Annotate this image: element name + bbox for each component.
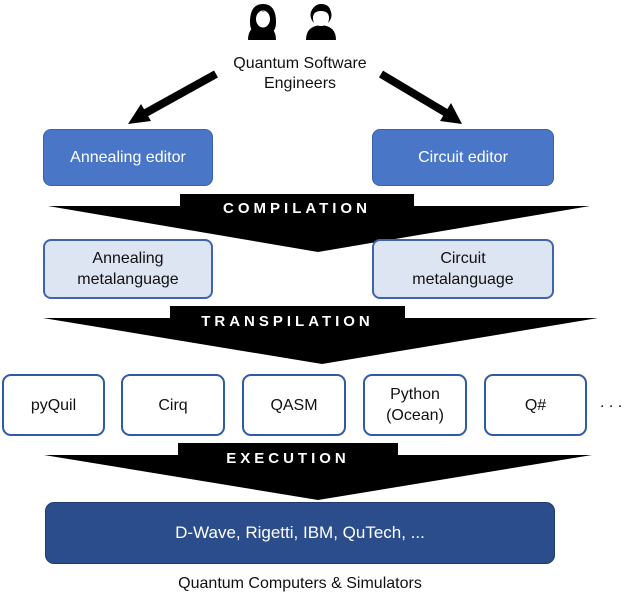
- language-box-cirq: Cirq: [121, 374, 225, 436]
- language-label: Python: [390, 386, 440, 403]
- language-label: Cirq: [158, 396, 188, 414]
- engineers-label-line1: Quantum Software: [233, 55, 367, 72]
- annealing-metalanguage-line2: metalanguage: [77, 271, 179, 288]
- circuit-metalanguage-line2: metalanguage: [412, 271, 514, 288]
- quantum-computers-caption: Quantum Computers & Simulators: [178, 575, 422, 592]
- more-languages-ellipsis: . . .: [600, 394, 623, 411]
- quantum-providers-box: D-Wave, Rigetti, IBM, QuTech, ...: [45, 502, 555, 564]
- execution-label: EXECUTION: [226, 450, 350, 467]
- language-label: pyQuil: [30, 396, 77, 414]
- annealing-metalanguage-box: Annealing metalanguage: [43, 239, 213, 299]
- compilation-label: COMPILATION: [223, 200, 371, 217]
- language-box-python-ocean: Python (Ocean): [363, 374, 467, 436]
- engineers-label-line2: Engineers: [263, 75, 337, 92]
- execution-arrow: [44, 443, 592, 500]
- language-box-pyquil: pyQuil: [2, 374, 105, 436]
- transpilation-arrow: [43, 306, 598, 364]
- transpilation-label: TRANSPILATION: [201, 313, 374, 330]
- circuit-metalanguage-box: Circuit metalanguage: [372, 239, 554, 299]
- annealing-metalanguage-line1: Annealing: [92, 250, 164, 267]
- language-label: QASM: [270, 396, 318, 414]
- arrow-to-circuit-editor: [378, 70, 462, 124]
- circuit-editor-box: Circuit editor: [372, 129, 554, 186]
- female-engineer-icon: [248, 4, 276, 40]
- annealing-editor-box: Annealing editor: [43, 129, 213, 186]
- circuit-metalanguage-line1: Circuit: [440, 250, 486, 267]
- arrow-to-annealing-editor: [128, 70, 218, 124]
- language-label: Q#: [524, 396, 547, 414]
- language-label-secondary: (Ocean): [386, 407, 444, 424]
- language-box-qsharp: Q#: [484, 374, 587, 436]
- compilation-arrow: [48, 194, 590, 252]
- engineers-label: Quantum Software Engineers: [200, 54, 400, 94]
- language-box-qasm: QASM: [242, 374, 346, 436]
- male-engineer-icon: [306, 4, 336, 40]
